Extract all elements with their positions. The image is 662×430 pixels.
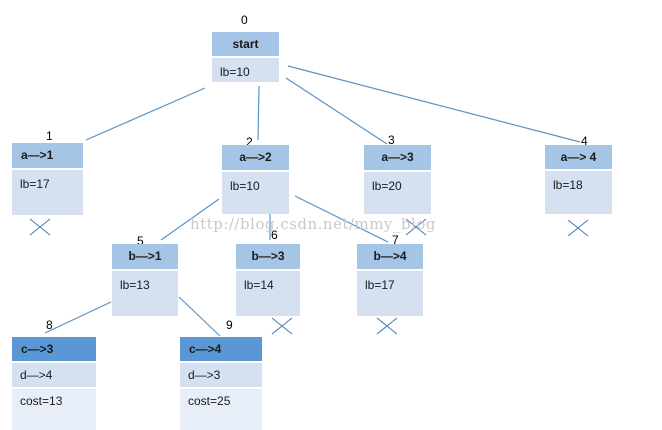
node-header: b—>3 <box>236 244 300 269</box>
node-row-1: d—>4 <box>12 363 96 387</box>
node-header: b—>4 <box>357 244 423 269</box>
node-row-1: lb=10 <box>222 172 289 214</box>
node-number-n2: 2 <box>246 135 253 149</box>
node-header: c—>3 <box>12 337 96 361</box>
node-number-n8: 8 <box>46 318 53 332</box>
pruned-cross-mark-n6 <box>271 317 293 335</box>
node-number-n7: 7 <box>392 233 399 247</box>
node-row-1: d—>3 <box>180 363 262 387</box>
node-row-1: lb=17 <box>357 271 423 316</box>
edge-n2-n7 <box>294 195 389 243</box>
node-number-n0: 0 <box>241 13 248 27</box>
pruned-cross-mark-n3 <box>405 218 427 236</box>
node-header: c—>4 <box>180 337 262 361</box>
node-number-n4: 4 <box>581 134 588 148</box>
node-row-1: lb=18 <box>545 171 612 214</box>
pruned-cross-mark-n1 <box>29 218 51 236</box>
edge-n0-n2 <box>257 85 260 141</box>
node-header: a—>1 <box>12 143 83 168</box>
node-number-n1: 1 <box>46 129 53 143</box>
node-row-1: lb=20 <box>364 172 431 214</box>
node-header: a—>2 <box>222 145 289 170</box>
node-header: b—>1 <box>112 244 178 269</box>
node-row-1: lb=17 <box>12 170 83 215</box>
edge-n2-n5 <box>160 198 220 241</box>
node-number-n9: 9 <box>226 318 233 332</box>
node-row-2: cost=13 <box>12 389 96 430</box>
edge-n5-n8 <box>44 301 112 334</box>
pruned-cross-mark-n4 <box>567 219 589 237</box>
node-header: a—>3 <box>364 145 431 170</box>
node-number-n3: 3 <box>388 133 395 147</box>
node-number-n5: 5 <box>137 234 144 248</box>
node-row-2: cost=25 <box>180 389 262 430</box>
edge-n0-n3 <box>285 77 388 145</box>
node-header: a—> 4 <box>545 145 612 169</box>
node-row-1: lb=10 <box>212 58 279 82</box>
node-row-1: lb=13 <box>112 271 178 316</box>
edge-n0-n4 <box>287 65 581 143</box>
edge-n0-n1 <box>85 87 206 141</box>
edge-n5-n9 <box>178 296 221 337</box>
node-row-1: lb=14 <box>236 271 300 316</box>
pruned-cross-mark-n7 <box>376 317 398 335</box>
node-number-n6: 6 <box>271 228 278 242</box>
node-header: start <box>212 32 279 56</box>
